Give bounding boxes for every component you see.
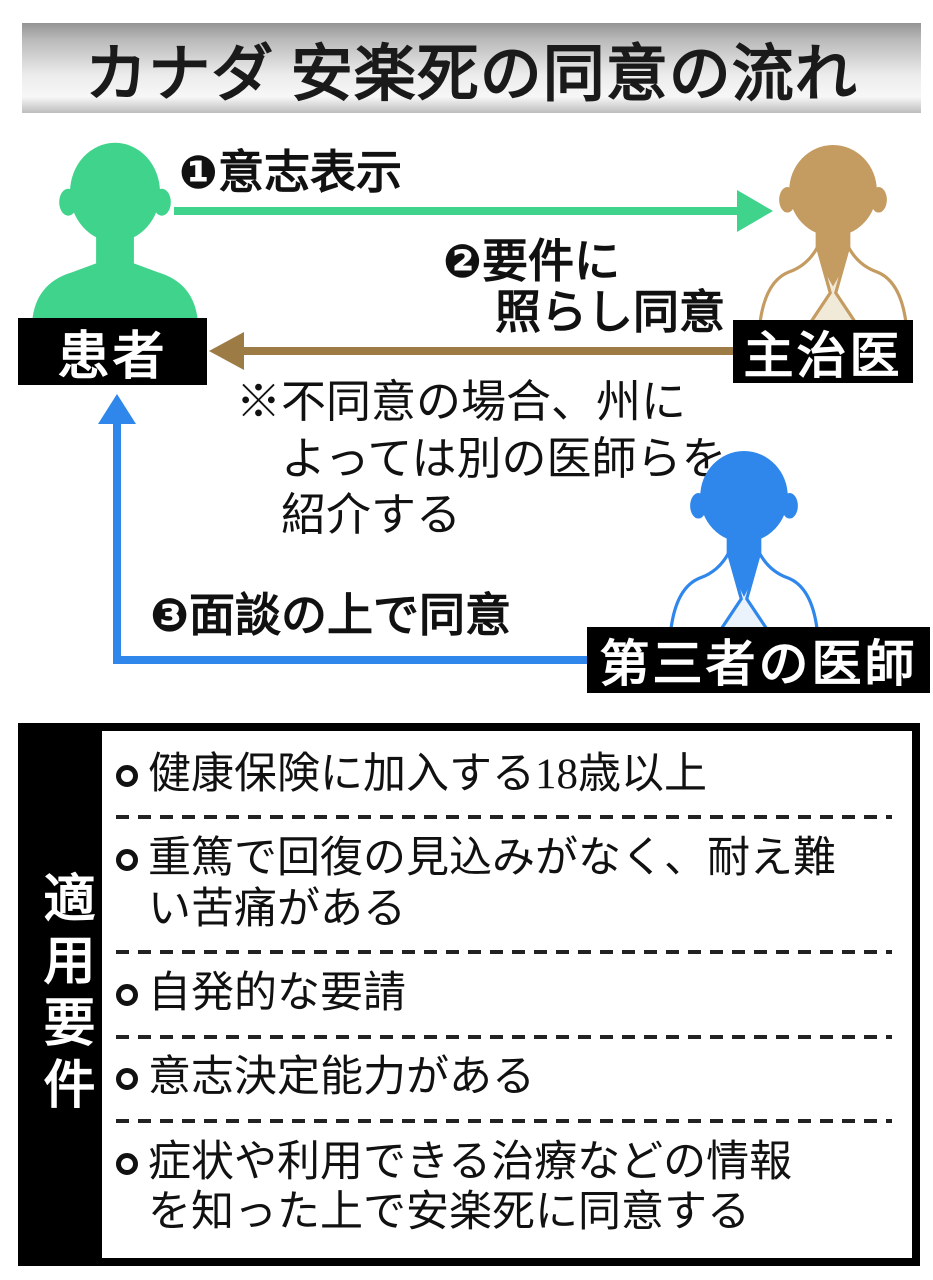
requirement-text: 症状や利用できる治療などの情報 を知った上で安楽死に同意する	[148, 1138, 793, 1237]
patient-name-plate: 患者	[18, 318, 207, 386]
requirement-item: 症状や利用できる治療などの情報 を知った上で安楽死に同意する	[116, 1138, 892, 1239]
step3-label: ❸面談の上で同意	[150, 590, 511, 641]
dashed-separator	[116, 815, 892, 820]
step3-arrow-horizontal-line	[113, 656, 587, 664]
requirements-sidebar: 適用要件	[26, 731, 102, 1258]
step1-arrow-line	[174, 207, 738, 215]
step3-number: ❸	[150, 589, 189, 641]
bullet-ring-icon	[116, 849, 138, 872]
step2-line1: ❷要件に	[443, 236, 725, 287]
step1-text: 意志表示	[217, 146, 402, 198]
attending-name-plate: 主治医	[733, 320, 913, 384]
dashed-separator	[116, 950, 892, 955]
note-line-2: よっては別の医師らを	[281, 433, 727, 484]
bullet-ring-icon	[116, 1152, 138, 1175]
step3-arrow-head-icon	[98, 394, 136, 424]
step1-arrow-head-icon	[737, 190, 773, 232]
note-line-1: ※不同意の場合、州に	[236, 377, 687, 427]
requirements-heading: 適用要件	[35, 870, 93, 1119]
requirements-box: 適用要件 健康保険に加入する18歳以上 重篤で回復の見込みがなく、耐え難 い苦痛…	[18, 723, 920, 1266]
step1-number: ❶	[179, 146, 218, 198]
requirement-item: 健康保険に加入する18歳以上	[116, 750, 892, 801]
patient-icon	[24, 141, 206, 321]
step2-number: ❷	[443, 235, 482, 287]
requirement-item: 重篤で回復の見込みがなく、耐え難 い苦痛がある	[116, 834, 892, 935]
step2-arrow-head-icon	[209, 332, 244, 370]
requirement-text: 重篤で回復の見込みがなく、耐え難 い苦痛がある	[148, 835, 836, 933]
note-marker: ※	[236, 377, 282, 427]
bullet-ring-icon	[116, 984, 138, 1007]
requirement-text: 健康保険に加入する18歳以上	[148, 750, 707, 798]
dissent-note: ※不同意の場合、州に よっては別の医師らを 紹介する	[236, 374, 727, 544]
step2-arrow-line	[243, 347, 733, 355]
step1-label: ❶意志表示	[179, 147, 402, 198]
step2-text1: 要件に	[481, 235, 620, 287]
requirement-text: 意志決定能力がある	[148, 1054, 535, 1102]
page-title: カナダ 安楽死の同意の流れ	[85, 41, 858, 109]
title-band: カナダ 安楽死の同意の流れ	[22, 23, 921, 113]
third-doctor-icon	[651, 451, 837, 629]
requirements-list: 健康保険に加入する18歳以上 重篤で回復の見込みがなく、耐え難 い苦痛がある 自…	[102, 731, 912, 1258]
bullet-ring-icon	[116, 764, 138, 787]
dashed-separator	[116, 1118, 892, 1123]
requirement-text: 自発的な要請	[148, 970, 406, 1018]
third-doctor-name-plate: 第三者の医師	[587, 627, 930, 693]
dashed-separator	[116, 1034, 892, 1039]
note-line-3: 紹介する	[281, 490, 462, 541]
requirement-item: 意志決定能力がある	[116, 1053, 892, 1104]
step3-text: 面談の上で同意	[188, 589, 511, 641]
requirement-item: 自発的な要請	[116, 969, 892, 1020]
step2-text2: 照らし同意	[495, 285, 725, 338]
step3-arrow-vertical-line	[113, 421, 121, 664]
step2-label: ❷要件に 照らし同意	[443, 236, 725, 337]
bullet-ring-icon	[116, 1068, 138, 1091]
attending-doctor-icon	[738, 145, 928, 323]
